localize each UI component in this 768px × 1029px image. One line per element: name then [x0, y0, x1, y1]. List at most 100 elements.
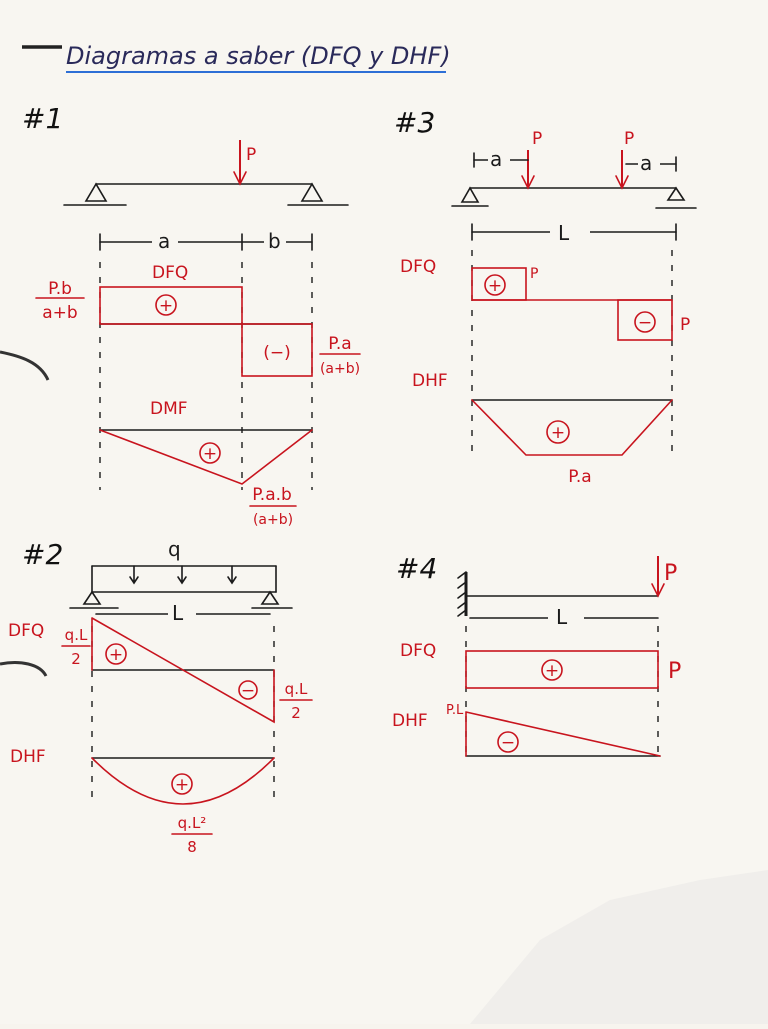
plus-sign-3a: + — [488, 276, 502, 296]
minus-sign-2: − — [241, 681, 255, 701]
dhf-curve-3 — [471, 399, 673, 456]
minus-circle-3 — [634, 311, 656, 333]
plus-circle-4 — [541, 659, 563, 681]
support-right-1 — [300, 182, 324, 202]
plus-sign-1b: + — [203, 444, 217, 464]
dim-gap-3a — [488, 148, 510, 166]
dfq-value-den-2a: 2 — [71, 650, 81, 668]
minus-sign-3: − — [638, 313, 652, 333]
load-arrowhead-4 — [651, 583, 665, 598]
load-arrowhead-3b — [615, 175, 629, 190]
load-label-3b: P — [624, 129, 634, 149]
diagram-1: #1 P a b DFQ + (−) P.b a+b P.a — [22, 102, 361, 528]
dhf-triangle-4 — [465, 711, 661, 757]
span-label-4: L — [556, 605, 568, 629]
dhf-value-num-2: q.L² — [178, 814, 207, 832]
dhf-value-3: P.a — [568, 467, 591, 487]
minus-circle-2 — [238, 680, 258, 700]
plus-sign-1a: + — [159, 296, 173, 316]
diagram-3-number: #3 — [394, 106, 435, 139]
load-arrowhead-1 — [233, 171, 247, 186]
dim-label-b-1: b — [268, 229, 281, 253]
dfq-pos-value-den-1: a+b — [42, 303, 77, 323]
load-label-1: P — [246, 145, 256, 165]
dim-a-gap — [152, 230, 178, 250]
dim-label-3b: a — [640, 151, 652, 175]
binder-ring-bottom — [0, 661, 48, 677]
plus-circle-1b — [199, 442, 221, 464]
binder-ring-top — [0, 350, 50, 381]
span-label-3: L — [558, 221, 570, 245]
plus-circle-1a — [155, 294, 177, 316]
plus-circle-3a — [484, 274, 506, 296]
plus-sign-4: + — [545, 661, 559, 681]
plus-circle-3b — [546, 420, 570, 444]
support-right-3 — [666, 186, 686, 201]
support-left-3 — [460, 186, 480, 203]
plus-sign-2a: + — [109, 645, 123, 665]
span-gap-2 — [168, 602, 196, 624]
dfq-block-4 — [465, 650, 659, 689]
dim-label-a-1: a — [158, 229, 170, 253]
dhf-value-den-2: 8 — [187, 838, 197, 856]
dim-label-3a: a — [490, 147, 502, 171]
diagram-3: #3 P P a a L DFQ — [394, 106, 697, 487]
load-label-4: P — [664, 561, 677, 586]
dfq-label-4: DFQ — [400, 641, 436, 661]
dmf-curve-1 — [99, 429, 313, 485]
dfq-value-num-2a: q.L — [65, 626, 88, 644]
dim-b-gap — [264, 230, 286, 250]
minus-sign-1: (−) — [263, 343, 291, 363]
dfq-label-1: DFQ — [152, 263, 188, 283]
dfq-negative-block-3 — [617, 299, 673, 341]
dfq-label-3: DFQ — [400, 257, 436, 277]
support-left-1 — [84, 182, 108, 202]
dmf-value-den-1: (a+b) — [253, 512, 293, 528]
dim-gap-3b — [638, 152, 660, 170]
load-arrows-2 — [129, 565, 237, 585]
minus-circle-4 — [497, 731, 519, 753]
dfq-shear-line-2 — [91, 617, 275, 724]
dfq-pos-value-num-1: P.b — [48, 279, 72, 299]
dhf-label-2: DHF — [10, 747, 46, 767]
load-label-2: q — [168, 537, 181, 561]
dfq-neg-value-num-1: P.a — [328, 334, 351, 354]
dfq-negative-block-1 — [241, 323, 313, 377]
plus-circle-2b — [171, 773, 193, 795]
dfq-value-den-2b: 2 — [291, 704, 301, 722]
load-arrowhead-3a — [521, 175, 535, 190]
span-label-2: L — [172, 601, 184, 625]
dfq-label-2: DFQ — [8, 621, 44, 641]
diagram-4-number: #4 — [396, 552, 437, 585]
dmf-value-num-1: P.a.b — [252, 485, 292, 505]
fixed-hatch-4 — [457, 571, 467, 617]
load-label-3a: P — [532, 129, 542, 149]
span-gap-4 — [548, 606, 584, 628]
dhf-value-4: P.L — [446, 703, 464, 718]
diagram-1-number: #1 — [22, 102, 63, 135]
diagram-2-number: #2 — [22, 538, 63, 571]
dfq-neg-value-3: P — [680, 315, 690, 335]
dfq-positive-block-1 — [99, 286, 243, 325]
plus-sign-3b: + — [551, 423, 565, 443]
dfq-neg-value-den-1: (a+b) — [320, 361, 360, 377]
paper-shadow — [470, 870, 768, 1024]
span-gap-3 — [550, 220, 590, 242]
dfq-value-num-2b: q.L — [285, 680, 308, 698]
plus-sign-2b: + — [175, 775, 189, 795]
diagram-4: #4 P L DFQ + P DHF P.L − — [392, 552, 681, 760]
dmf-label-1: DMF — [150, 399, 188, 419]
dhf-label-3: DHF — [412, 371, 448, 391]
dfq-value-4: P — [668, 659, 681, 684]
diagram-2: #2 q L DFQ q.L 2 + − q.L — [8, 537, 313, 856]
minus-sign-4: − — [501, 733, 515, 753]
support-right-2 — [260, 590, 280, 605]
dfq-positive-block-3 — [471, 267, 527, 301]
dfq-pos-value-3: P — [530, 266, 538, 282]
plus-circle-2a — [105, 643, 127, 665]
dhf-label-4: DHF — [392, 711, 428, 731]
dhf-parabola-2 — [91, 757, 275, 805]
